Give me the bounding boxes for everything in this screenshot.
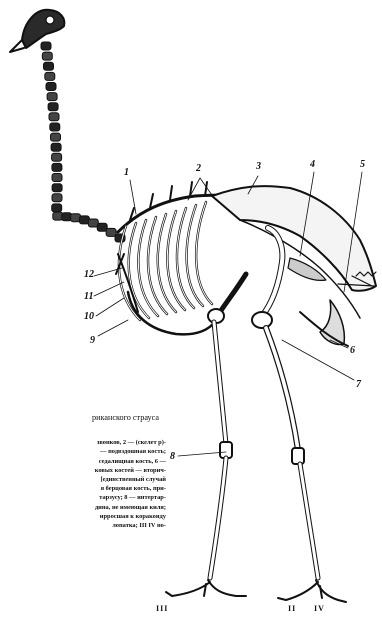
neck-vertebra: [51, 133, 61, 141]
rib: [196, 202, 212, 304]
neck-vertebra: [52, 153, 62, 161]
leg-left: [166, 274, 246, 596]
sternum: [128, 292, 216, 334]
caption-line: ковых костей — вторич-: [0, 466, 172, 475]
caption-line: седалищная кость, 6 —: [0, 457, 172, 466]
neck-vertebra: [50, 123, 60, 131]
label-9: 9: [90, 336, 95, 346]
label-6: 6: [350, 346, 355, 356]
neck-vertebra: [52, 163, 62, 171]
neck-vertebra: [44, 62, 54, 70]
label-2: 2: [196, 164, 201, 174]
neck-vertebra: [41, 42, 51, 50]
label-12: 12: [84, 270, 94, 280]
rib-highlight: [196, 202, 212, 304]
neck-vertebra: [52, 204, 62, 212]
label-4: 4: [310, 160, 315, 170]
label-11: 11: [84, 292, 93, 302]
neck-vertebra: [51, 143, 61, 151]
neck-vertebra: [48, 103, 58, 111]
neck-vertebra: [106, 228, 116, 236]
digit-label-IV: IV: [314, 604, 325, 613]
neck-vertebra: [42, 52, 52, 60]
caption-line: дина, не имеющая киля;: [0, 503, 172, 512]
figure-caption: риканского страуса звонков, 2 — (скелет …: [0, 413, 172, 530]
neck-vertebra: [47, 93, 57, 101]
neck-vertebra: [52, 194, 62, 202]
label-3: 3: [256, 162, 261, 172]
digit-label-III: III: [156, 604, 168, 613]
skull: [10, 10, 64, 52]
label-5: 5: [360, 160, 365, 170]
pelvis: [212, 186, 376, 346]
caption-line: лопатка; III IV но-: [0, 521, 172, 530]
caption-line: звонков, 2 — (скелет р)-: [0, 438, 172, 447]
caption-line: ирросшая к коракоиду: [0, 512, 172, 521]
caption-line: — подвздошная кость;: [0, 447, 172, 456]
caption-line: я берцовая кость, при-: [0, 484, 172, 493]
label-7: 7: [356, 380, 361, 390]
caption-line: тарзусу; 8 — интертар-: [0, 493, 172, 502]
neck-vertebra: [52, 184, 62, 192]
digit-label-II: II: [288, 604, 296, 613]
neck-vertebra: [45, 72, 55, 80]
caption-line: [единственный случай: [0, 475, 172, 484]
leg-right: [252, 228, 346, 602]
neck-vertebra: [49, 113, 59, 121]
neck-vertebra: [46, 83, 56, 91]
neck-vertebra: [52, 174, 62, 182]
label-10: 10: [84, 312, 94, 322]
cervical-vertebrae: [41, 42, 125, 242]
label-1: 1: [124, 168, 129, 178]
caption-title: риканского страуса: [0, 413, 172, 422]
